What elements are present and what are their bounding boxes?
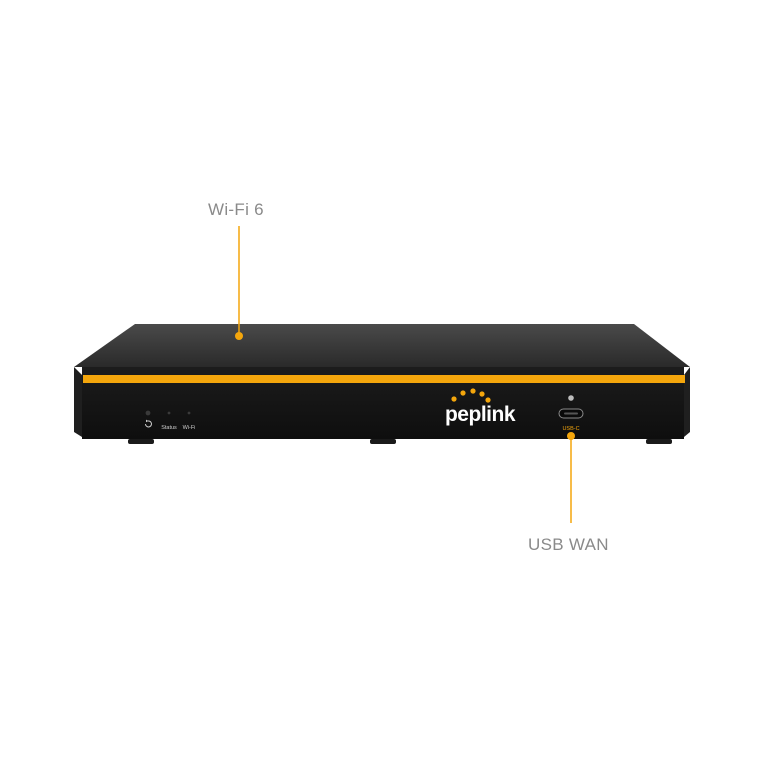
wifi-led: [187, 411, 191, 415]
usb-led: [568, 395, 574, 401]
peplink-logo-dots: [451, 388, 491, 403]
reset-button: [145, 410, 151, 416]
foot-left: [128, 439, 154, 444]
peplink-logo: peplink: [445, 403, 516, 426]
usb-c-label: USB-C: [562, 426, 579, 432]
status-led-label: Status: [161, 425, 177, 431]
foot-right: [646, 439, 672, 444]
callout-wifi-label: Wi-Fi 6: [208, 200, 264, 219]
usb-c-port-inner: [564, 412, 578, 415]
foot-center: [370, 439, 396, 444]
reset-icon: [145, 419, 152, 428]
router-right-edge: [684, 367, 690, 437]
callout-wifi-dot: [235, 332, 243, 340]
status-led: [167, 411, 171, 415]
callout-usb-dot: [567, 432, 575, 440]
router-left-edge: [74, 367, 82, 437]
wifi-led-label: Wi-Fi: [183, 425, 196, 431]
accent-stripe: [83, 375, 685, 383]
router-top-panel: [74, 324, 690, 367]
callout-usb-label: USB WAN: [528, 535, 609, 554]
